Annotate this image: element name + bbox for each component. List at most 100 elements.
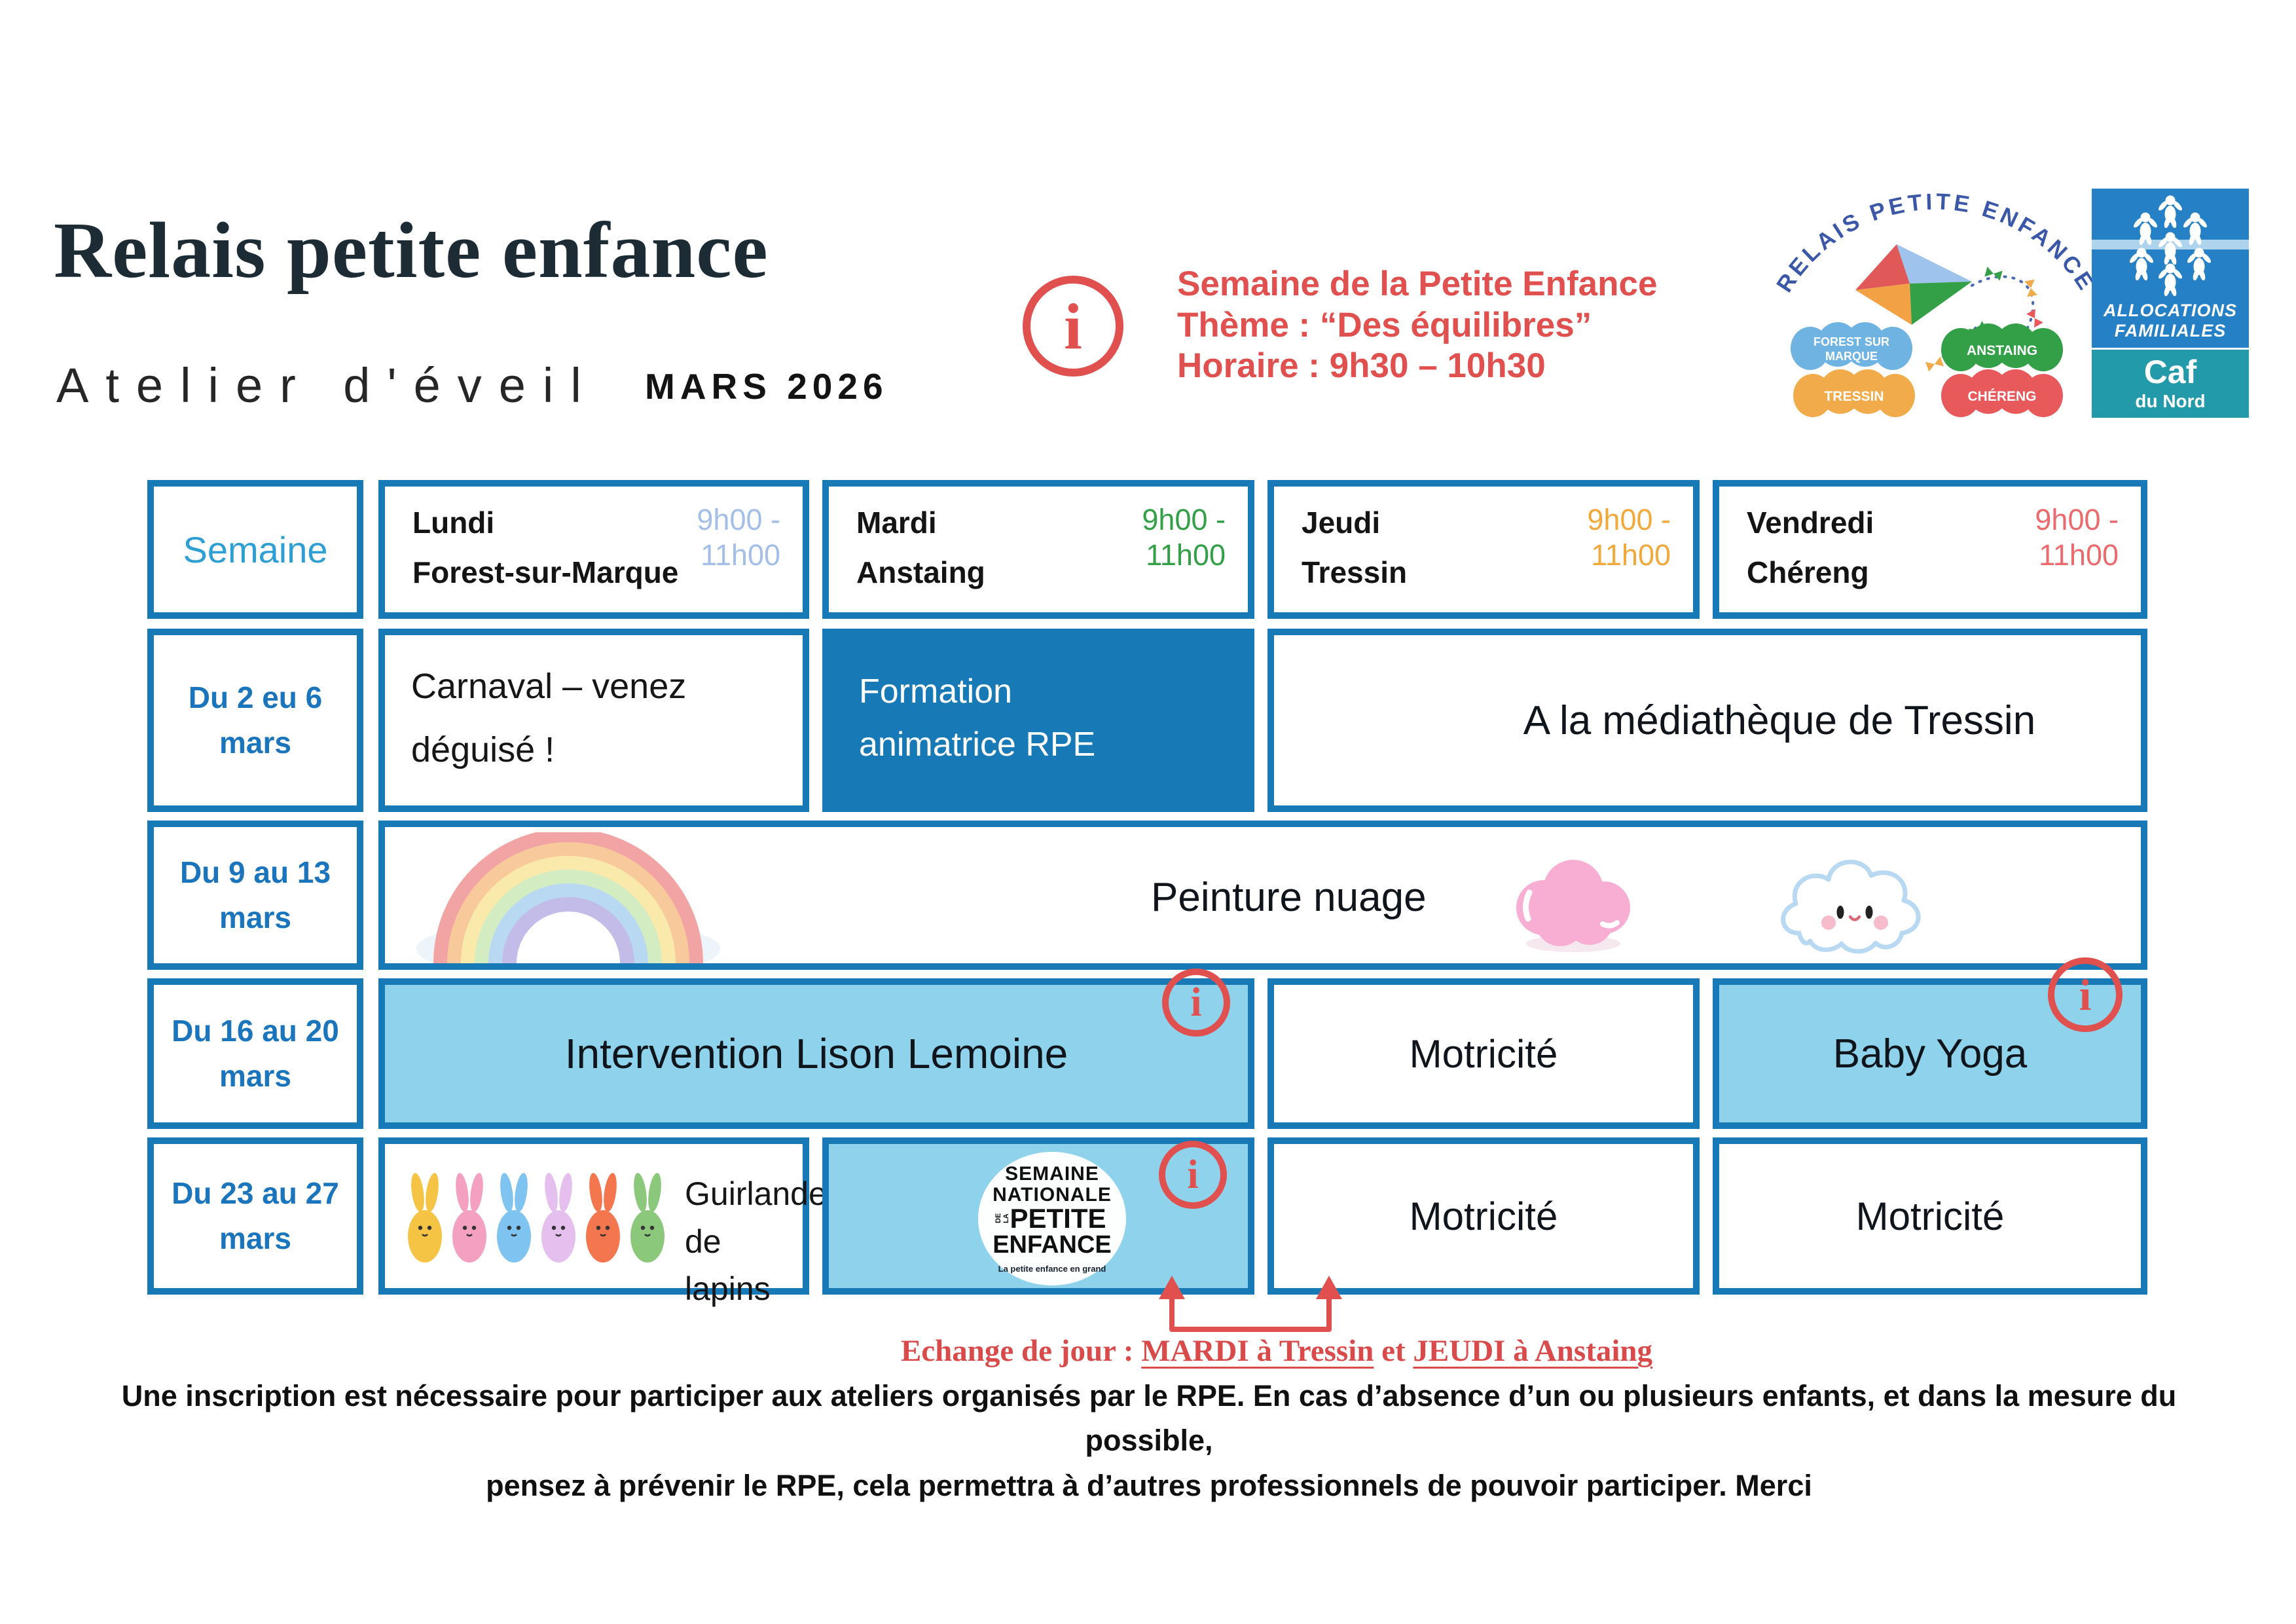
info-icon: i — [2048, 957, 2123, 1032]
row-label-week1: Du 2 eu 6 mars — [147, 629, 363, 812]
registration-note-line2: pensez à prévenir le RPE, cela permettra… — [486, 1468, 1812, 1502]
exchange-day1: MARDI à Tressin — [1141, 1334, 1374, 1368]
exchange-arrows-icon — [1159, 1276, 1342, 1332]
snpe-line2: NATIONALE — [993, 1183, 1112, 1206]
svg-text:ANSTAING: ANSTAING — [1967, 343, 2037, 358]
badge-anstaing: ANSTAING — [1941, 323, 2063, 371]
page-subtitle: Atelier d'éveil — [56, 358, 598, 413]
caf-logo: ALLOCATIONS FAMILIALES Caf du Nord — [2092, 189, 2249, 418]
semaine-label: Semaine — [183, 528, 328, 570]
day-time-lundi: 9h00 - 11h00 — [697, 502, 780, 573]
caf-region: du Nord — [2135, 391, 2206, 411]
week1-month: mars — [219, 726, 291, 760]
info-icon: i — [1162, 969, 1230, 1037]
svg-text:MARQUE: MARQUE — [1825, 350, 1878, 363]
month-label: MARS 2026 — [645, 366, 888, 407]
snpe-logo: SEMAINE NATIONALE DE LA PETITE ENFANCE L… — [978, 1152, 1126, 1285]
day-time-mardi-line2: 11h00 — [1146, 538, 1226, 572]
week4-dates: Du 23 au 27 — [172, 1176, 339, 1210]
cell-motricite-jeudi-week3: Motricité — [1267, 978, 1700, 1129]
cell-formation-rpe: Formation animatrice RPE — [822, 629, 1254, 812]
notice-line3: Horaire : 9h30 – 10h30 — [1177, 346, 1546, 386]
day-time-mardi-line1: 9h00 - — [1142, 503, 1226, 536]
day-time-lundi-line1: 9h00 - — [697, 503, 780, 536]
day-name-jeudi: Jeudi — [1302, 506, 1381, 540]
info-icon: i — [1159, 1141, 1227, 1209]
day-time-lundi-line2: 11h00 — [701, 538, 780, 572]
kite-icon — [1855, 244, 2043, 372]
day-time-vendredi: 9h00 - 11h00 — [2035, 502, 2119, 573]
notice-line2: Thème : “Des équilibres” — [1177, 305, 1592, 344]
caf-logo-top: ALLOCATIONS FAMILIALES — [2092, 189, 2249, 348]
day-name-vendredi: Vendredi — [1747, 506, 1874, 540]
caf-org-name: ALLOCATIONS FAMILIALES — [2092, 301, 2249, 341]
carnaval-text: Carnaval – venez déguisé ! — [411, 667, 687, 770]
cell-guirlande: Guirlande de lapins — [378, 1137, 827, 1307]
day-time-vendredi-line2: 11h00 — [2039, 538, 2119, 572]
bunny-garland-icon — [408, 1173, 665, 1263]
caf-family-icon — [2092, 195, 2249, 297]
cell-intervention: Intervention Lison Lemoine — [378, 978, 1254, 1129]
peinture-text: Peinture nuage — [1151, 875, 1427, 920]
exchange-day2: JEUDI à Anstaing — [1413, 1334, 1653, 1368]
row-label-week3: Du 16 au 20 mars — [147, 978, 363, 1129]
notice-block: Semaine de la Petite Enfance Thème : “De… — [1177, 264, 1657, 387]
smiling-cloud-icon — [1781, 859, 1921, 954]
week4-month: mars — [219, 1221, 291, 1255]
cell-motricite-jeudi-week4: Motricité — [1267, 1137, 1700, 1295]
day-name-lundi: Lundi — [412, 506, 495, 540]
info-icon-glyph: i — [2079, 969, 2092, 1020]
day-time-jeudi-line1: 9h00 - — [1587, 503, 1671, 536]
badge-chereng: CHÉRENG — [1941, 369, 2063, 417]
rpe-logo: RELAIS PETITE ENFANCE FOREST SUR MARQUE — [1776, 189, 2097, 417]
week1-dates: Du 2 eu 6 — [188, 680, 323, 714]
row-label-week4: Du 23 au 27 mars — [147, 1137, 363, 1295]
motricite-text: Motricité — [1855, 1194, 2005, 1238]
info-icon-glyph: i — [1064, 289, 1082, 363]
snpe-line3: PETITE — [1010, 1203, 1106, 1234]
mediatheque-text: A la médiathèque de Tressin — [1523, 697, 2036, 743]
cell-carnaval: Carnaval – venez déguisé ! — [378, 629, 809, 812]
guirlande-text: Guirlande de lapins — [685, 1170, 827, 1313]
header-cell-jeudi: Jeudi Tressin 9h00 - 11h00 — [1267, 480, 1700, 619]
week2-month: mars — [219, 900, 291, 934]
formation-line2: animatrice RPE — [859, 725, 1096, 764]
badge-forest-sur-marque: FOREST SUR MARQUE — [1791, 322, 1912, 370]
day-place-mardi: Anstaing — [856, 555, 985, 589]
registration-note: Une inscription est nécessaire pour part… — [92, 1374, 2206, 1508]
day-time-jeudi-line2: 11h00 — [1591, 538, 1671, 572]
svg-text:TRESSIN: TRESSIN — [1824, 389, 1884, 404]
svg-text:CHÉRENG: CHÉRENG — [1967, 389, 2036, 404]
caf-org-line2: FAMILIALES — [2114, 320, 2227, 341]
rainbow-icon — [416, 832, 720, 963]
caf-logo-bottom: Caf du Nord — [2092, 350, 2249, 418]
guirlande-line2: de lapins — [685, 1223, 771, 1308]
caf-org-line1: ALLOCATIONS — [2104, 300, 2237, 320]
day-place-lundi: Forest-sur-Marque — [412, 555, 679, 589]
week2-dates: Du 9 au 13 — [179, 855, 331, 889]
registration-note-line1: Une inscription est nécessaire pour part… — [121, 1379, 2177, 1458]
day-name-mardi: Mardi — [856, 506, 937, 540]
info-icon-glyph: i — [1190, 980, 1202, 1025]
row-label-week2: Du 9 au 13 mars — [147, 821, 363, 970]
info-icon: i — [1023, 276, 1123, 377]
formation-line1: Formation — [859, 673, 1013, 710]
day-time-jeudi: 9h00 - 11h00 — [1587, 502, 1671, 573]
intervention-text: Intervention Lison Lemoine — [564, 1030, 1068, 1077]
motricite-text: Motricité — [1409, 1194, 1558, 1238]
guirlande-line1: Guirlande — [685, 1175, 827, 1212]
week3-dates: Du 16 au 20 — [172, 1014, 339, 1048]
exchange-prefix: Echange de jour : — [900, 1334, 1142, 1368]
notice-line1: Semaine de la Petite Enfance — [1177, 265, 1658, 303]
snpe-tagline: La petite enfance en grand — [998, 1264, 1106, 1274]
day-time-vendredi-line1: 9h00 - — [2035, 503, 2119, 536]
snpe-line1: SEMAINE — [1005, 1162, 1099, 1185]
exchange-sep: et — [1374, 1334, 1413, 1368]
badge-tressin: TRESSIN — [1793, 369, 1915, 417]
header-cell-lundi: Lundi Forest-sur-Marque 9h00 - 11h00 — [378, 480, 809, 619]
day-place-vendredi: Chéreng — [1747, 555, 1869, 589]
info-icon-glyph: i — [1187, 1152, 1199, 1197]
week3-month: mars — [219, 1059, 291, 1093]
pink-cloud-icon — [1516, 860, 1630, 952]
caf-name: Caf — [2143, 354, 2197, 390]
